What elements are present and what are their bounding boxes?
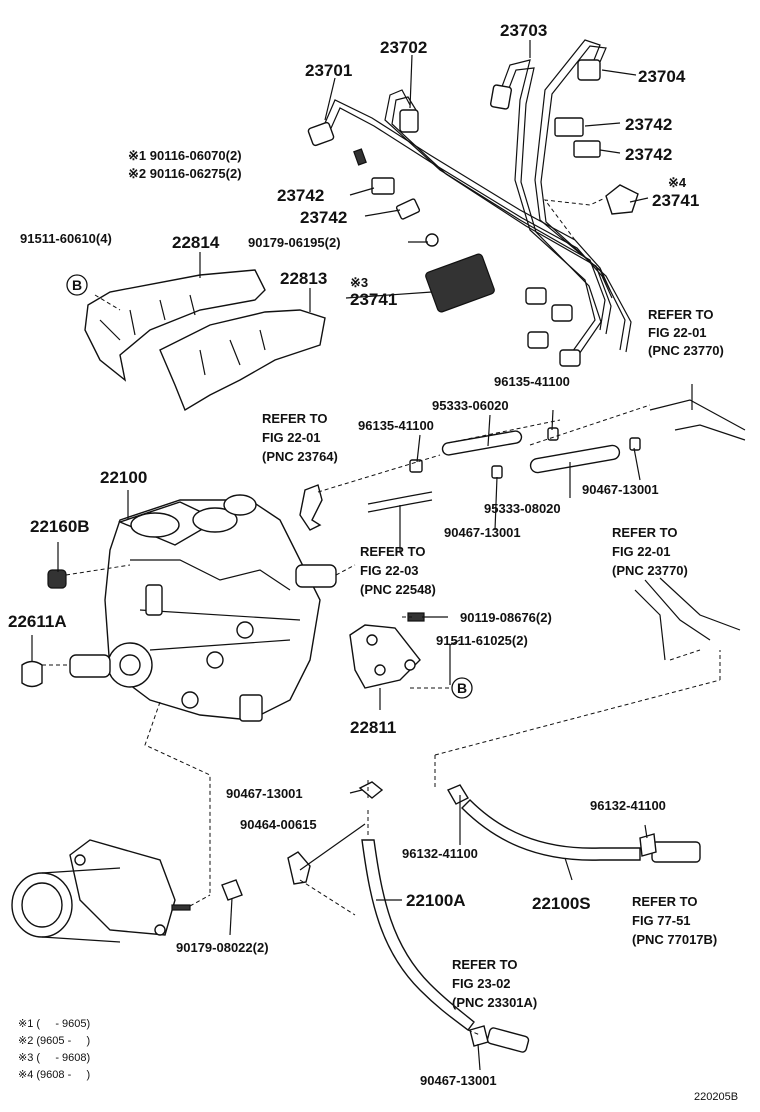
refer-23301a-line3: (PNC 23301A)	[452, 995, 537, 1010]
refer-22548-line3: (PNC 22548)	[360, 582, 436, 597]
label-90119: 90119-08676(2)	[460, 610, 552, 625]
label-90179-a: 90179-06195(2)	[248, 235, 341, 250]
note-3-marker: ※3	[350, 275, 368, 290]
label-96132-b: 96132-41100	[402, 846, 478, 861]
label-23742-a: 23742	[625, 115, 672, 134]
injection-pump-covers	[84, 269, 326, 412]
label-23704: 23704	[638, 67, 686, 86]
refer-23764-line2: FIG 22-01	[262, 430, 321, 445]
label-22814: 22814	[172, 233, 220, 252]
injection-pipes	[307, 39, 632, 367]
figure-code: 220205B	[694, 1091, 738, 1103]
label-96132-a: 96132-41100	[590, 798, 666, 813]
label-23742-d: 23742	[300, 208, 347, 227]
label-23741-a: 23741	[652, 191, 699, 210]
refer-77017b-line3: (PNC 77017B)	[632, 932, 717, 947]
label-91511-a: 91511-60610(4)	[20, 231, 112, 246]
note-4-marker: ※4	[668, 175, 687, 190]
label-90464: 90464-00615	[240, 817, 317, 832]
refer-23770-b-line2: FIG 22-01	[612, 544, 671, 559]
pump-bracket	[349, 612, 425, 689]
label-23742-c: 23742	[277, 186, 324, 205]
label-90116-a: ※1 90116-06070(2)	[128, 148, 242, 163]
legend-note-3: ※3 ( - 9608)	[18, 1052, 90, 1064]
label-90467-b: 90467-13001	[444, 525, 521, 540]
label-95333-a: 95333-06020	[432, 398, 509, 413]
label-96135-b: 96135-41100	[358, 418, 434, 433]
legend-note-4: ※4 (9608 - )	[18, 1069, 90, 1081]
label-91511-b: 91511-61025(2)	[436, 633, 528, 648]
legend-note-1: ※1 ( - 9605)	[18, 1018, 90, 1030]
label-22100s: 22100S	[532, 894, 591, 913]
label-22813: 22813	[280, 269, 327, 288]
refer-23764-line1: REFER TO	[262, 411, 328, 426]
injection-pump-assembly	[69, 494, 337, 722]
callout-b-right: B	[451, 677, 473, 699]
refer-23770-b-line3: (PNC 23770)	[612, 563, 688, 578]
fuel-hoses-upper	[299, 399, 746, 661]
refer-22548-line2: FIG 22-03	[360, 563, 419, 578]
legend: ※1 ( - 9605) ※2 (9605 - ) ※3 ( - 9608) ※…	[18, 1018, 90, 1081]
label-23741-b: 23741	[350, 290, 397, 309]
label-90116-b: ※2 90116-06275(2)	[128, 166, 242, 181]
label-96135-a: 96135-41100	[494, 374, 570, 389]
label-23701: 23701	[305, 61, 352, 80]
label-95333-b: 95333-08020	[484, 501, 561, 516]
callout-b-right-label: B	[457, 680, 467, 696]
label-90179-b: 90179-08022(2)	[176, 940, 269, 955]
refer-77017b-line2: FIG 77-51	[632, 913, 691, 928]
label-22811: 22811	[350, 718, 396, 737]
label-23702: 23702	[380, 38, 427, 57]
pipe-clamps	[353, 117, 639, 313]
refer-23770-b-line1: REFER TO	[612, 525, 678, 540]
label-22611a: 22611A	[8, 612, 67, 631]
legend-note-2: ※2 (9605 - )	[18, 1035, 90, 1047]
fuel-hoses-lower	[287, 781, 701, 1053]
label-22160b: 22160B	[30, 517, 90, 536]
refer-23301a-line1: REFER TO	[452, 957, 518, 972]
label-22100: 22100	[100, 468, 147, 487]
label-23742-b: 23742	[625, 145, 672, 164]
label-22100a: 22100A	[406, 891, 466, 910]
label-90467-a: 90467-13001	[582, 482, 659, 497]
refer-23770-a-line3: (PNC 23770)	[648, 343, 724, 358]
refer-77017b-line1: REFER TO	[632, 894, 698, 909]
label-90467-c: 90467-13001	[226, 786, 303, 801]
intake-flange	[11, 839, 243, 943]
refer-23764-line3: (PNC 23764)	[262, 449, 338, 464]
label-23703: 23703	[500, 21, 547, 40]
label-90467-d: 90467-13001	[420, 1073, 497, 1088]
refer-23770-a-line2: FIG 22-01	[648, 325, 707, 340]
dashed-connectors	[42, 197, 721, 1036]
refer-23770-a-line1: REFER TO	[648, 307, 714, 322]
callout-b-left-label: B	[72, 277, 82, 293]
refer-23301a-line2: FIG 23-02	[452, 976, 511, 991]
callout-b-left: B	[66, 274, 88, 296]
leader-lines	[31, 40, 693, 1071]
refer-22548-line1: REFER TO	[360, 544, 426, 559]
